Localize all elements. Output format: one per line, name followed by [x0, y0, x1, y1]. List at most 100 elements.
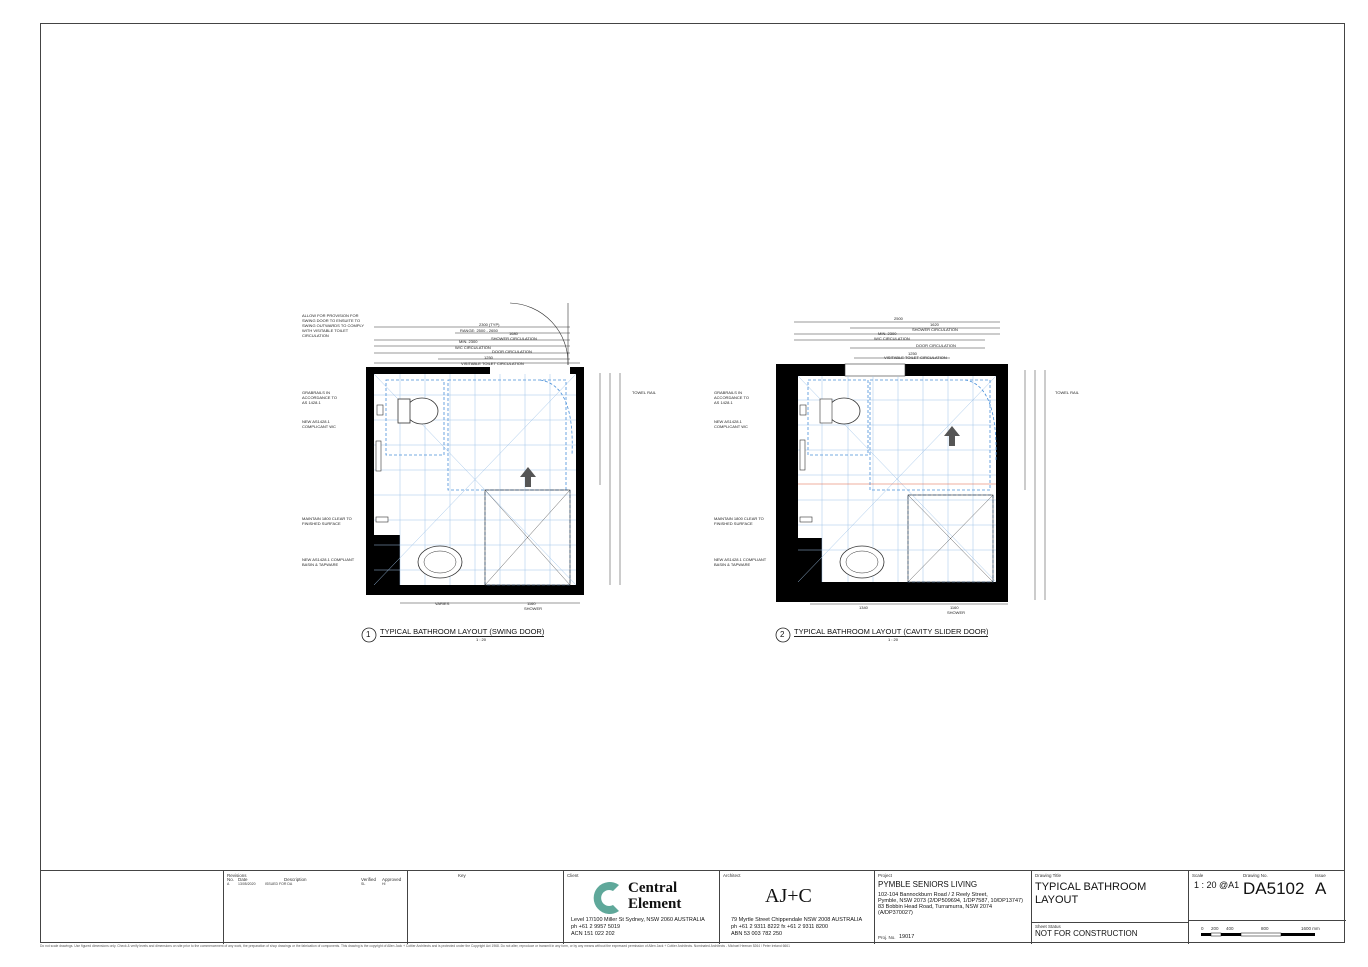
note-towel-rail: TOWEL RAIL — [632, 390, 657, 395]
key-cell: Key — [407, 871, 563, 944]
note-clear: MAINTAIN 1800 CLEAR TO FINISHED SURFACE — [302, 516, 352, 526]
dim-door-circ: DOOR CIRCULATION — [492, 349, 532, 354]
note-door-provision: ALLOW FOR PROVISION FOR SWING DOOR TO EN… — [302, 313, 365, 338]
note2-towel-rail: TOWEL RAIL — [1055, 390, 1080, 395]
project-name: PYMBLE SENIORS LIVING — [878, 880, 978, 889]
rev-row-verified: SL — [361, 882, 366, 886]
dim-bottom-right: 1160 — [527, 601, 536, 606]
client-phone: ph +61 2 9957 5019 — [571, 924, 621, 930]
rev-header-verified: Verified — [361, 877, 377, 882]
revisions-cell: Revisions No. Date Description Verified … — [223, 871, 407, 944]
rev-header-desc: Description — [284, 877, 307, 882]
note-wc: NEW AS1428.1 COMPLICANT WC — [302, 419, 336, 429]
drawing-1-scale: 1 : 20 — [476, 637, 487, 642]
dim-bottom-left: VARIES — [435, 601, 450, 606]
drawing-number-cell: Scale 1 : 20 @A1 Drawing No. DA5102 Issu… — [1188, 871, 1346, 944]
footer-disclaimer: Do not scale drawings. Use figured dimen… — [40, 944, 790, 948]
dim-shower-circ-width: 1680 — [509, 331, 518, 336]
client-label: Client — [567, 873, 579, 878]
dim-min: MIN. 2300 — [459, 339, 478, 344]
dim-bottom-shower: SHOWER — [524, 606, 542, 611]
key-label: Key — [458, 873, 466, 878]
project-label: Project — [878, 873, 893, 878]
rev-row-date: 13/05/2020 — [238, 882, 256, 886]
dim-wc-circ: W/C CIRCULATION — [455, 345, 491, 350]
drawing-title-line1: TYPICAL BATHROOM — [1035, 881, 1147, 893]
dim-range: RANGE: 2500 - 2650 — [460, 328, 498, 333]
dim2-visitable-width: 1250 — [908, 351, 917, 356]
note2-basin: NEW AS1428.1 COMPLIANT BASIN & TAPWARE — [714, 557, 767, 567]
sheet-status-label: Sheet Status — [1035, 924, 1061, 929]
project-cell: Project PYMBLE SENIORS LIVING 102-104 Ba… — [874, 871, 1031, 944]
drawing-1-plan — [366, 302, 621, 604]
central-element-logo-icon — [593, 882, 619, 914]
note-grabrails: GRABRAILS IN ACCORDANCE TO AS 1428.1 — [302, 390, 337, 405]
architect-abn: ABN 53 003 782 250 — [731, 931, 783, 937]
sheet-status: NOT FOR CONSTRUCTION — [1035, 929, 1138, 938]
note2-grabrails: GRABRAILS IN ACCORDANCE TO AS 1428.1 — [714, 390, 749, 405]
project-address-4: (A/DP370027) — [878, 910, 913, 916]
architect-cell: Architect AJ+C 79 Myrtle Street Chippend… — [719, 871, 874, 944]
dim-shower-circ: SHOWER CIRCULATION — [491, 336, 537, 341]
dim2-shower-circ: SHOWER CIRCULATION — [912, 327, 958, 332]
client-name-line2: Element — [628, 896, 682, 912]
project-address-3: 83 Bobbin Head Road, Turramurra, NSW 207… — [878, 904, 993, 910]
drawing-1-number: 1 — [366, 630, 371, 639]
rev-row-approved: HI — [382, 882, 386, 886]
issue-label: Issue — [1315, 873, 1326, 878]
scale-bar-800: 800 — [1261, 926, 1269, 931]
dim2-wc-circ: W/C CIRCULATION — [874, 336, 910, 341]
project-address-2: Pymble, NSW 2073 (2/DP509694, 1/DP7587, … — [878, 898, 1023, 904]
rev-row-no: A — [227, 882, 230, 886]
architect-address: 79 Myrtle Street Chippendale NSW 2008 AU… — [731, 917, 863, 923]
client-name-line1: Central — [628, 880, 678, 896]
issue-value: A — [1315, 879, 1327, 898]
drawing-1-number-circle — [361, 627, 377, 643]
architect-label: Architect — [723, 873, 741, 878]
client-acn: ACN 151 022 202 — [571, 931, 615, 937]
proj-no-label: Proj. No. — [878, 935, 896, 940]
note-basin: NEW AS1428.1 COMPLIANT BASIN & TAPWARE — [302, 557, 355, 567]
proj-no: 19017 — [899, 934, 915, 940]
dim2-min: MIN. 2300 — [878, 331, 897, 336]
dim2-bottom-right: 1160 — [950, 605, 959, 610]
drawing-no-label: Drawing No. — [1243, 873, 1268, 878]
scale-bar-400: 400 — [1226, 926, 1234, 931]
revisions-label: Revisions — [227, 873, 247, 878]
drawing-2-title: TYPICAL BATHROOM LAYOUT (CAVITY SLIDER D… — [794, 627, 989, 637]
drawing-2-number: 2 — [780, 630, 785, 639]
note2-clear: MAINTAIN 1800 CLEAR TO FINISHED SURFACE — [714, 516, 764, 526]
drawing-sheet-border — [40, 23, 1345, 943]
drawing-2-number-circle — [775, 627, 791, 643]
drawing-title-label: Drawing Title — [1035, 873, 1062, 878]
drawing-2-plan — [776, 321, 1046, 605]
project-address-1: 102-104 Bannockburn Road / 2 Reely Stree… — [878, 892, 988, 898]
scale-bar — [1201, 932, 1315, 937]
rev-header-no: No. — [227, 877, 235, 882]
title-block: Revisions No. Date Description Verified … — [40, 870, 1346, 944]
dim2-shower-circ-width: 1620 — [930, 322, 939, 327]
dim-visitable-width: 1250 — [484, 355, 493, 360]
rev-row-desc: ISSUED FOR DA — [265, 882, 293, 886]
rev-header-approved: Approved — [382, 877, 402, 882]
drawing-1-title: TYPICAL BATHROOM LAYOUT (SWING DOOR) — [380, 627, 545, 637]
scale-value: 1 : 20 @A1 — [1194, 880, 1240, 890]
scale-bar-1600: 1600 mm — [1301, 926, 1320, 931]
dim2-overall: 2500 — [894, 316, 903, 321]
scale-label: Scale — [1192, 873, 1204, 878]
dim2-door-circ: DOOR CIRCULATION — [916, 343, 956, 348]
client-address: Level 17/100 Miller St Sydney, NSW 2060 … — [571, 917, 705, 923]
drawing-title-line2: LAYOUT — [1035, 894, 1079, 906]
dim-overall: 2300 (TYP) — [479, 322, 500, 327]
note2-wc: NEW AS1428.1 COMPLICANT WC — [714, 419, 748, 429]
architect-phone: ph +61 2 9311 8222 fx +61 2 9311 8200 — [731, 924, 829, 930]
dim-visitable: VISITABLE TOILET CIRCULATION — [461, 361, 524, 366]
scale-bar-0: 0 — [1201, 926, 1204, 931]
rev-header-date: Date — [238, 877, 248, 882]
scale-bar-200: 200 — [1211, 926, 1219, 931]
dim2-bottom-shower: SHOWER — [947, 610, 965, 615]
dim2-visitable: VISITABLE TOILET CIRCULATION — [884, 355, 947, 360]
client-cell: Client Central Element Level 17/100 Mill… — [563, 871, 719, 944]
drawing-no: DA5102 — [1243, 879, 1305, 898]
drawing-2-scale: 1 : 20 — [888, 637, 899, 642]
